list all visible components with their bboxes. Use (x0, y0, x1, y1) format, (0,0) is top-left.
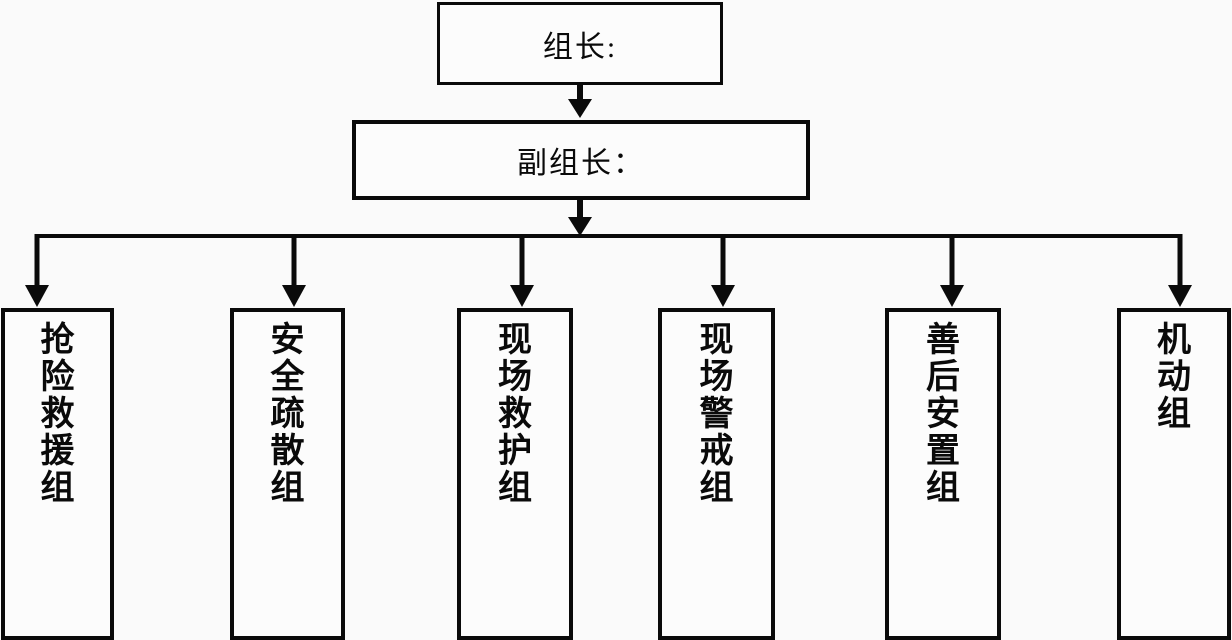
node-group-emergency-rescue-label: 抢险救援组 (40, 322, 75, 507)
node-leader-label: 组长: (542, 30, 618, 64)
node-leader: 组长: (437, 2, 723, 85)
node-deputy-label: 副组长： (517, 147, 645, 180)
node-group-mobile: 机动组 (1117, 308, 1231, 640)
node-group-first-aid: 现场救护组 (457, 308, 573, 640)
node-group-first-aid-label: 现场救护组 (498, 322, 532, 507)
node-group-evacuation-label: 安全疏散组 (270, 322, 305, 507)
node-group-aftermath: 善后安置组 (885, 308, 1001, 640)
node-deputy: 副组长： (352, 120, 810, 200)
node-group-emergency-rescue: 抢险救援组 (1, 308, 114, 640)
node-group-cordon: 现场警戒组 (658, 308, 775, 640)
node-group-evacuation: 安全疏散组 (230, 308, 345, 640)
node-group-cordon-label: 现场警戒组 (699, 322, 734, 507)
node-group-aftermath-label: 善后安置组 (926, 322, 960, 507)
node-group-mobile-label: 机动组 (1157, 322, 1191, 433)
